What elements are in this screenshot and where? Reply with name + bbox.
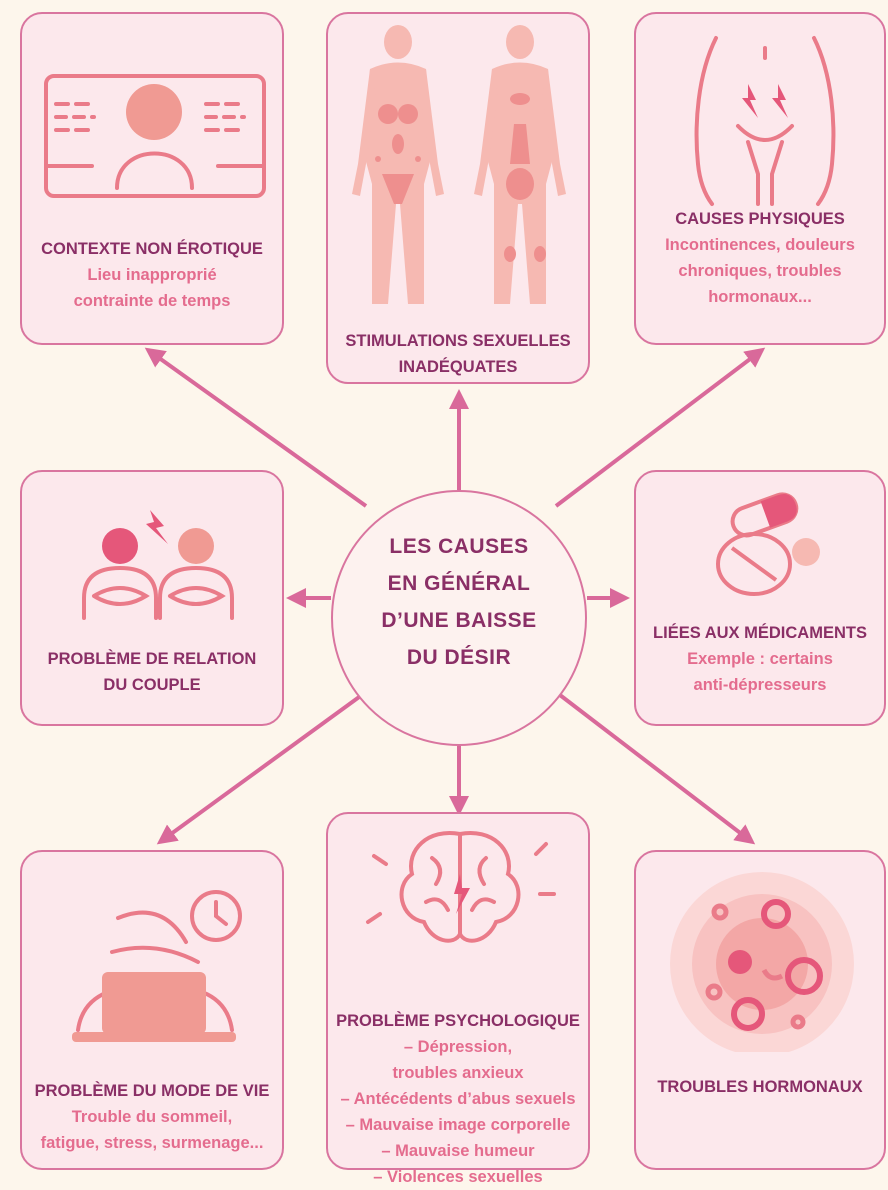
card-contexte-non-erotique: CONTEXTE NON ÉROTIQUE Lieu inapproprié c… xyxy=(20,12,284,345)
center-line: DU DÉSIR xyxy=(406,646,512,669)
brain-icon xyxy=(366,831,556,943)
card-mode-de-vie: PROBLÈME DU MODE DE VIE Trouble du somme… xyxy=(20,850,284,1170)
card-title: CAUSES PHYSIQUES xyxy=(675,210,845,228)
couple-conflict-icon xyxy=(82,510,234,620)
card-text-line: Incontinences, douleurs xyxy=(665,236,855,254)
center-line: D’UNE BAISSE xyxy=(381,609,537,632)
card-text-line: Lieu inapproprié xyxy=(87,266,217,284)
card-stimulations-sexuelles: STIMULATIONS SEXUELLES INADÉQUATES xyxy=(326,12,590,384)
central-topic: LES CAUSES EN GÉNÉRAL D’UNE BAISSE DU DÉ… xyxy=(331,490,587,746)
card-text-line: – Dépression, xyxy=(403,1038,513,1056)
hormone-cells-icon xyxy=(670,872,854,1052)
card-text-line: fatigue, stress, surmenage... xyxy=(40,1134,264,1152)
card-text-line: – Violences sexuelles xyxy=(373,1168,543,1186)
card-text-line: chroniques, troubles xyxy=(678,262,842,280)
card-title: PROBLÈME PSYCHOLOGIQUE xyxy=(336,1012,580,1030)
arrow-to-hormonaux xyxy=(554,690,756,845)
card-title: CONTEXTE NON ÉROTIQUE xyxy=(41,240,263,258)
card-text-line: – Antécédents d’abus sexuels xyxy=(340,1090,576,1108)
card-text-line: – Mauvaise image corporelle xyxy=(345,1116,571,1134)
center-line: EN GÉNÉRAL xyxy=(387,572,531,595)
arrow-to-contexte xyxy=(144,347,368,508)
card-text-line: anti-dépresseurs xyxy=(693,676,827,694)
card-text-line: contrainte de temps xyxy=(73,292,231,310)
pills-icon xyxy=(716,492,820,596)
card-lies-medicaments: LIÉES AUX MÉDICAMENTS Exemple : certains… xyxy=(634,470,886,726)
card-text-line: Trouble du sommeil, xyxy=(71,1108,233,1126)
card-text-line: troubles anxieux xyxy=(392,1064,524,1082)
tired-worker-icon xyxy=(72,890,242,1042)
card-title: PROBLÈME DU MODE DE VIE xyxy=(34,1082,270,1100)
center-line: LES CAUSES xyxy=(389,535,529,558)
video-call-icon xyxy=(44,74,266,198)
body-zones-icon xyxy=(352,25,566,304)
card-title: INADÉQUATES xyxy=(398,358,518,376)
card-title: LIÉES AUX MÉDICAMENTS xyxy=(653,624,867,642)
card-title: DU COUPLE xyxy=(103,676,201,694)
card-title: PROBLÈME DE RELATION xyxy=(47,650,257,668)
arrow-to-physiques xyxy=(554,347,766,508)
card-text-line: – Mauvaise humeur xyxy=(381,1142,535,1160)
card-title: STIMULATIONS SEXUELLES xyxy=(345,332,571,350)
card-text-line: Exemple : certains xyxy=(687,650,833,668)
arrow-to-mode-vie xyxy=(156,690,368,845)
card-probleme-psychologique: PROBLÈME PSYCHOLOGIQUE – Dépression, tro… xyxy=(326,812,590,1186)
card-text-line: hormonaux... xyxy=(708,288,812,306)
card-troubles-hormonaux: TROUBLES HORMONAUX xyxy=(634,850,886,1170)
card-causes-physiques: CAUSES PHYSIQUES Incontinences, douleurs… xyxy=(634,12,886,345)
card-title: TROUBLES HORMONAUX xyxy=(657,1078,863,1096)
pelvic-pain-icon xyxy=(694,36,836,206)
card-probleme-couple: PROBLÈME DE RELATION DU COUPLE xyxy=(20,470,284,726)
